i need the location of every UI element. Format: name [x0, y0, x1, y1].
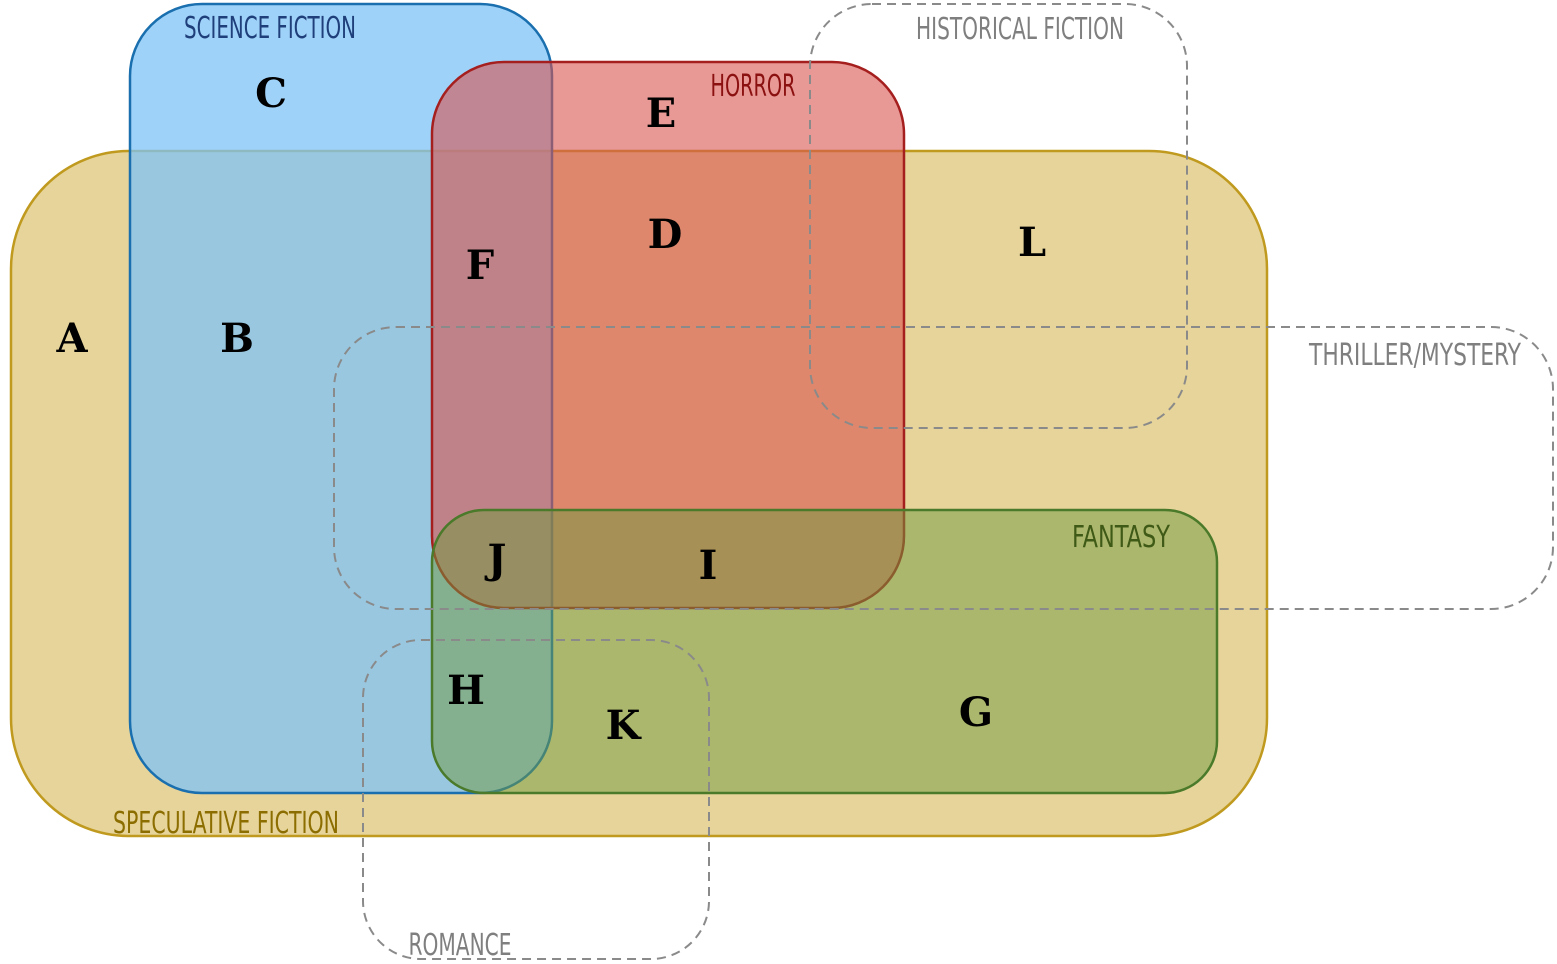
set-romance	[362, 639, 710, 960]
label-horror: HORROR	[711, 69, 796, 104]
region-a: A	[55, 315, 88, 362]
label-speculative-fiction: SPECULATIVE FICTION	[113, 806, 339, 841]
set-thriller-mystery	[333, 326, 1554, 610]
label-thriller-mystery: THRILLER/MYSTERY	[1308, 338, 1521, 373]
region-g: G	[959, 689, 993, 736]
region-e: E	[646, 90, 677, 137]
set-historical-fiction	[809, 3, 1188, 429]
label-romance: ROMANCE	[409, 928, 512, 963]
region-d: D	[648, 211, 683, 258]
region-f: F	[466, 242, 494, 289]
label-fantasy: FANTASY	[1072, 520, 1170, 555]
label-historical-fiction: HISTORICAL FICTION	[916, 12, 1124, 47]
region-j: J	[485, 536, 507, 583]
region-k: K	[606, 702, 642, 749]
region-i: I	[699, 542, 718, 589]
region-b: B	[220, 315, 254, 362]
set-fantasy	[430, 508, 1219, 795]
label-science-fiction: SCIENCE FICTION	[184, 11, 356, 46]
region-l: L	[1018, 219, 1046, 266]
region-c: C	[255, 70, 287, 117]
region-h: H	[447, 667, 485, 714]
